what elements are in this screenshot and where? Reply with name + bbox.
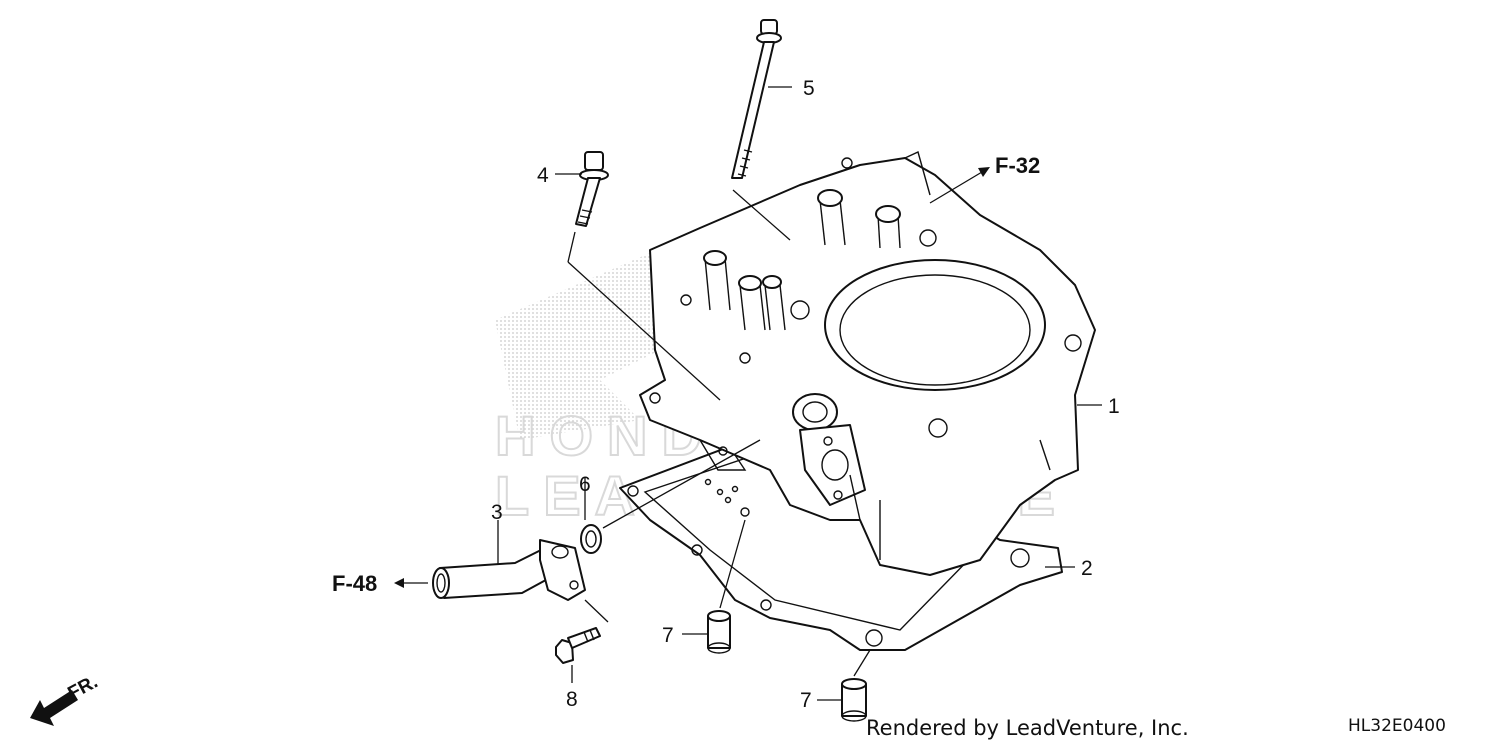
o-ring[interactable] [580, 524, 602, 554]
callout-8: 8 [566, 688, 578, 711]
diagram-code: HL32E0400 [1348, 716, 1446, 736]
cylinder[interactable] [639, 151, 1096, 576]
ref-label-f32[interactable]: F-32 [995, 153, 1040, 178]
callout-2: 2 [1081, 557, 1093, 580]
callout-4: 4 [537, 164, 549, 187]
callout-5: 5 [803, 77, 815, 100]
dowel-pin-lower[interactable] [841, 678, 867, 722]
callout-6: 6 [579, 473, 591, 496]
bolt-small[interactable] [555, 627, 601, 664]
front-arrow-icon: FR. [30, 672, 101, 726]
ref-label-f48[interactable]: F-48 [332, 571, 377, 596]
rendered-by-credit: Rendered by LeadVenture, Inc. [866, 716, 1189, 740]
callout-3: 3 [491, 501, 503, 524]
callout-1: 1 [1108, 395, 1120, 418]
ref-arrow-f32 [929, 167, 990, 204]
callout-7-lower: 7 [800, 689, 812, 712]
dowel-pin-upper[interactable] [707, 610, 731, 654]
cylinder-base-gasket[interactable] [619, 419, 1063, 651]
water-joint[interactable] [432, 539, 586, 601]
ref-arrow-f48 [394, 578, 428, 588]
bolt-long[interactable] [731, 19, 782, 179]
bolt-flange[interactable] [575, 151, 609, 227]
callout-7-upper: 7 [662, 624, 674, 647]
